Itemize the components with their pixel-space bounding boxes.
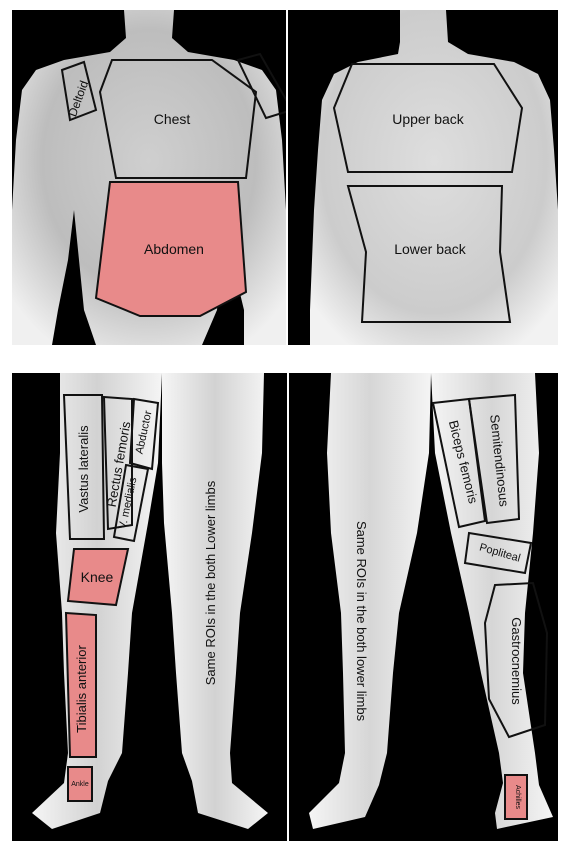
roi-chest-label: Chest <box>154 111 191 127</box>
front-legs-figure: Vastus lateralis Rectus femoris Abductor… <box>12 373 287 841</box>
back-torso-panel: Upper back Lower back <box>288 10 558 345</box>
roi-ankle-label: Ankle <box>71 781 89 788</box>
roi-achilles-label: Achilles <box>514 785 521 810</box>
front-torso-panel: Deltoid Chest Abdomen <box>12 10 286 345</box>
back-legs-panel: Biceps femoris Semitendinosus Popliteal … <box>289 373 558 841</box>
front-legs-note: Same ROIs in the both Lower limbs <box>203 480 218 685</box>
roi-gastrocnemius-label: Gastrocnemius <box>509 617 524 705</box>
back-torso-figure: Upper back Lower back <box>288 10 558 345</box>
roi-abdomen-label: Abdomen <box>144 241 204 257</box>
back-torso-silhouette <box>310 10 558 345</box>
front-torso-figure: Deltoid Chest Abdomen <box>12 10 286 345</box>
roi-vastus-lateralis-label: Vastus lateralis <box>76 425 91 513</box>
back-legs-note: Same ROIs in the both lower limbs <box>354 521 369 722</box>
front-legs-panel: Vastus lateralis Rectus femoris Abductor… <box>12 373 287 841</box>
roi-knee-label: Knee <box>81 569 114 585</box>
back-left-leg <box>309 373 431 829</box>
roi-lower-back-label: Lower back <box>394 241 467 257</box>
roi-tibialis-anterior-label: Tibialis anterior <box>74 645 89 733</box>
roi-upper-back-label: Upper back <box>392 111 465 127</box>
back-legs-figure: Biceps femoris Semitendinosus Popliteal … <box>289 373 558 841</box>
